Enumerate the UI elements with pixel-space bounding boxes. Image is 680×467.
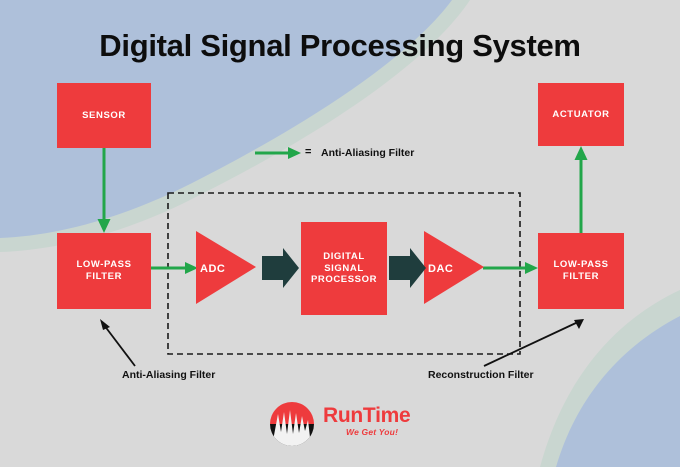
pointer-line-reconstruction: [483, 321, 579, 367]
page-title: Digital Signal Processing System: [99, 28, 581, 63]
arrowhead-sensor-to-lowpass-left: [97, 219, 111, 233]
block-dsp-line2: SIGNAL: [324, 262, 364, 274]
block-lowpass-left-labels: LOW-PASS FILTER: [76, 259, 131, 283]
legend-equals-sign: =: [305, 146, 312, 158]
block-sensor[interactable]: SENSOR: [57, 83, 151, 148]
pointer-line-anti-aliasing: [103, 324, 136, 367]
arrowhead-lowpass-left-to-adc: [185, 262, 198, 274]
block-arrow-dsp-to-dac: [389, 248, 426, 288]
legend-label: Anti-Aliasing Filter: [321, 147, 415, 159]
pointer-head-anti-aliasing: [100, 319, 110, 330]
block-dsp-line3: PROCESSOR: [310, 274, 378, 286]
block-sensor-label: SENSOR: [82, 109, 126, 121]
block-lowpass-filter-right[interactable]: LOW-PASS FILTER: [538, 233, 624, 309]
annotation-pointers: [100, 319, 584, 367]
block-lowpass-left-line1: LOW-PASS: [76, 259, 132, 271]
block-lowpass-right-line2: FILTER: [562, 271, 600, 282]
annotation-reconstruction-filter: Reconstruction Filter: [428, 369, 534, 381]
block-lowpass-left-line2: FILTER: [85, 271, 123, 282]
block-dac-label: DAC: [428, 263, 454, 275]
block-arrow-adc-to-dsp: [262, 248, 299, 288]
block-digital-signal-processor[interactable]: DIGITAL SIGNAL PROCESSOR: [301, 222, 387, 315]
block-lowpass-filter-left[interactable]: LOW-PASS FILTER: [57, 233, 151, 309]
signal-flow-arrows: [97, 146, 588, 274]
runtime-logo[interactable]: RunTime We Get You!: [268, 400, 428, 450]
runtime-waveform-circle-icon: [270, 402, 314, 446]
background-blue-top-left: [0, 0, 452, 238]
adc-triangle-shape: [196, 231, 256, 304]
block-actuator-label: ACTUATOR: [552, 108, 610, 120]
block-arrows: [262, 248, 426, 288]
dac-triangle-shape: [424, 231, 484, 304]
arrowhead-dac-to-lowpass-right: [525, 262, 538, 274]
arrowhead-lowpass-right-to-actuator: [574, 146, 588, 160]
pointer-head-reconstruction: [574, 319, 584, 329]
block-lowpass-right-line1: LOW-PASS: [553, 259, 609, 271]
block-dsp-labels: DIGITAL SIGNAL PROCESSOR: [311, 251, 377, 287]
block-lowpass-right-labels: LOW-PASS FILTER: [553, 259, 608, 283]
block-adc-label: ADC: [200, 263, 226, 275]
legend-arrowhead: [288, 147, 301, 159]
block-actuator[interactable]: ACTUATOR: [538, 83, 624, 146]
dsp-boundary-dashed-box: [167, 192, 521, 355]
runtime-logo-wordmark: RunTime: [323, 404, 411, 427]
runtime-logo-tagline: We Get You!: [346, 427, 399, 437]
background-blue-bottom-right: [556, 316, 680, 467]
annotation-anti-aliasing-filter: Anti-Aliasing Filter: [122, 369, 216, 381]
block-dsp-line1: DIGITAL: [323, 250, 365, 262]
